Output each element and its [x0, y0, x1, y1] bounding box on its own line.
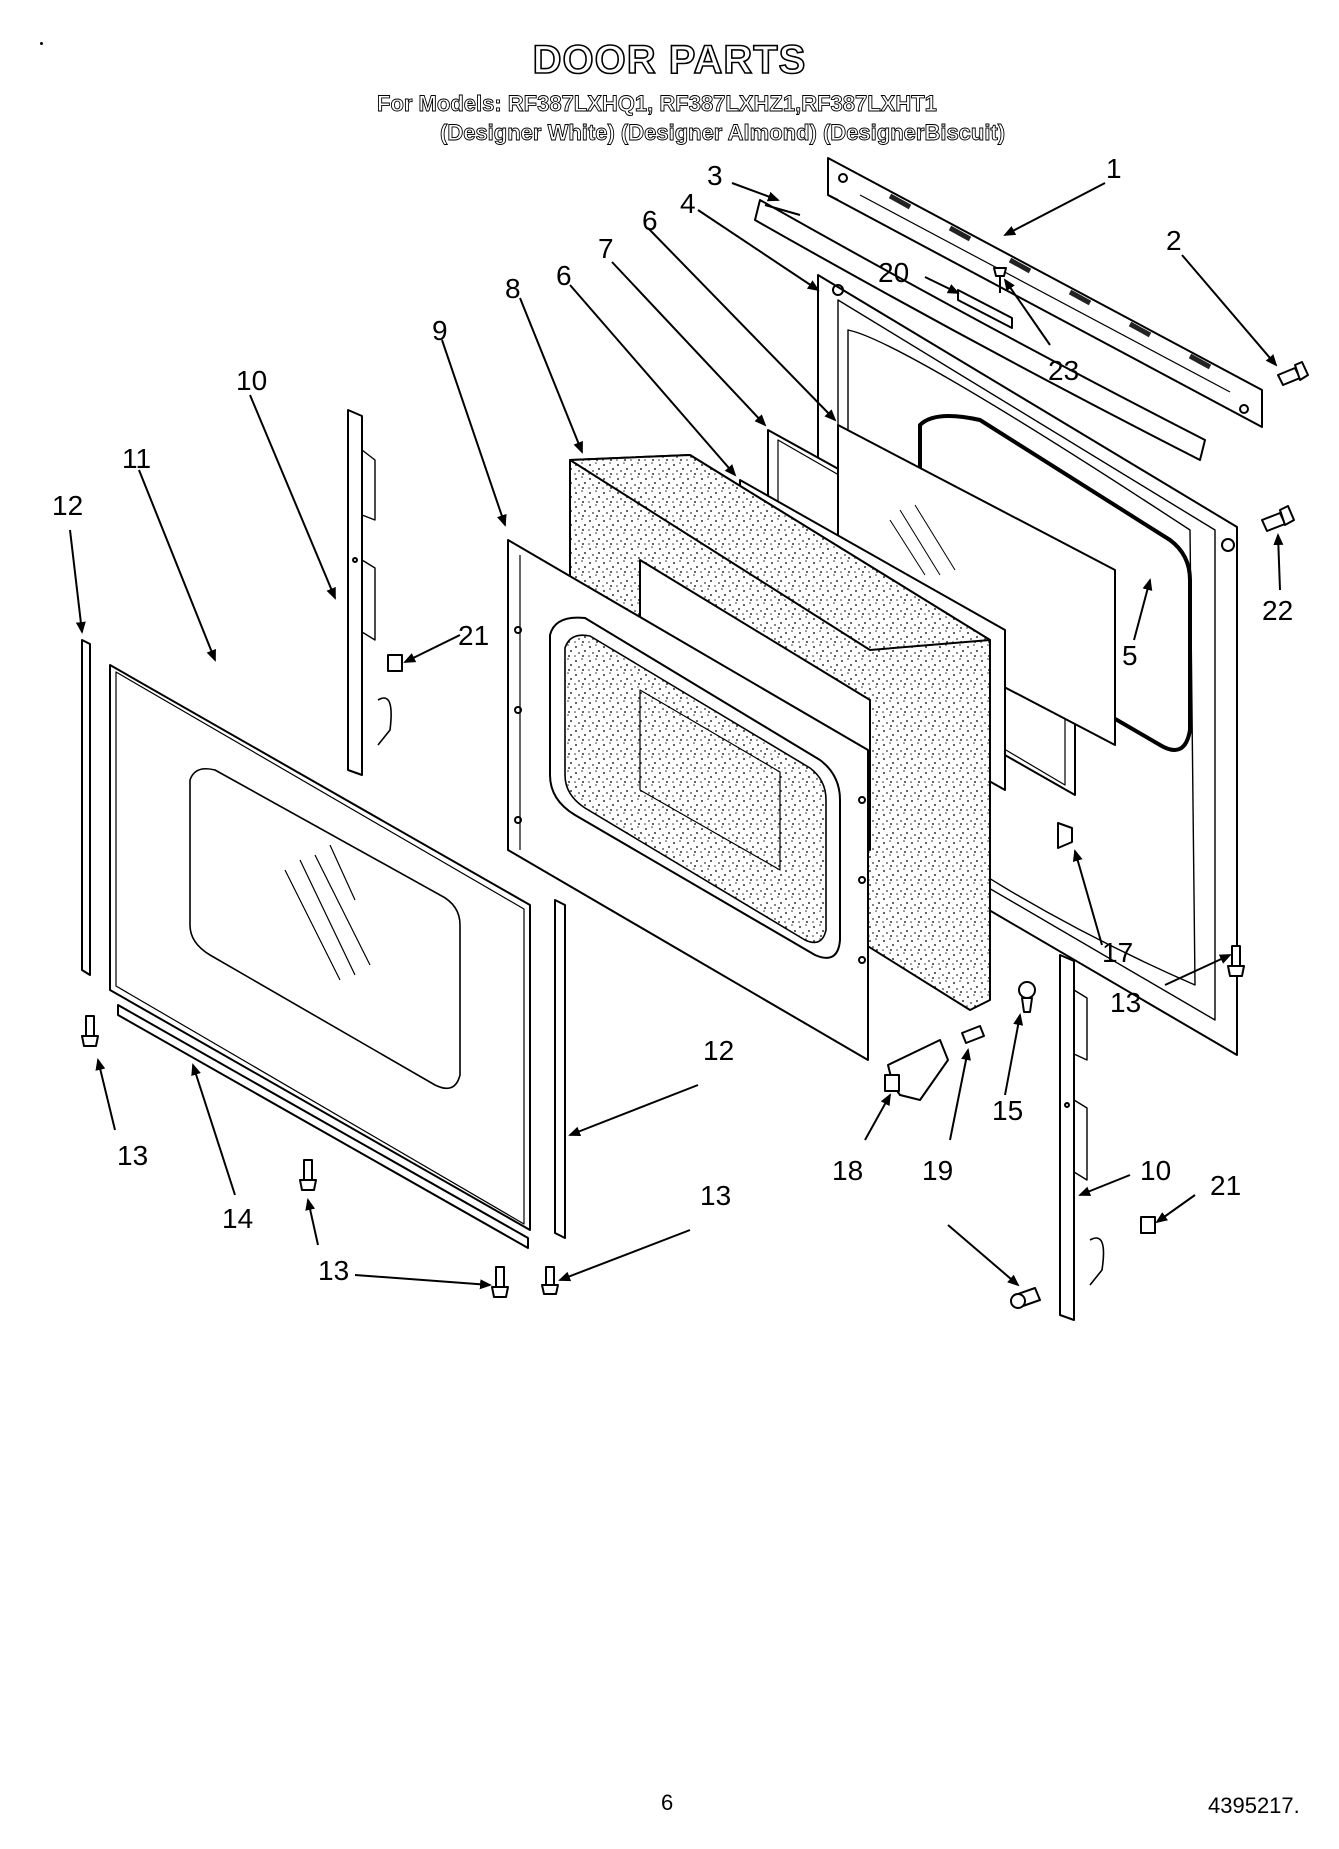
page-number: 6 [661, 1790, 674, 1815]
screw-part-19 [961, 1025, 985, 1044]
screw-part-13-bottom-right [491, 1266, 509, 1298]
screw-part-2 [1277, 361, 1309, 386]
screw-part-13-center [541, 1266, 559, 1295]
bottom-trim-part [117, 1004, 529, 1249]
document-number: 4395217. [1208, 1793, 1300, 1818]
callout-9: 9 [432, 315, 448, 346]
screw-part-19-lower [1010, 1287, 1041, 1309]
callout-22: 22 [1262, 595, 1293, 626]
left-side-trim-part [81, 639, 91, 976]
leader-lines [69, 182, 1284, 1290]
callout-13-left: 13 [117, 1140, 148, 1171]
callout-18: 18 [832, 1155, 863, 1186]
handle-spacer-part [957, 267, 1013, 329]
left-hinge-channel-part [347, 409, 392, 776]
finishes-line: (Designer White) (Designer Almond) (Desi… [440, 120, 1006, 146]
callout-14: 14 [222, 1203, 253, 1234]
page-title: DOOR PARTS [532, 37, 807, 83]
callout-21-left: 21 [458, 620, 489, 651]
callout-7: 7 [598, 233, 614, 264]
callout-4: 4 [680, 188, 696, 219]
callout-6-rear: 6 [642, 205, 658, 236]
scan-speck [40, 42, 43, 45]
callout-3: 3 [707, 160, 723, 191]
screw-part-13-left [81, 1015, 99, 1047]
callout-20: 20 [878, 257, 909, 288]
clip-part-17 [1057, 822, 1073, 849]
screw-part-13-right [1227, 945, 1245, 977]
callout-6-front: 6 [556, 260, 572, 291]
callout-17: 17 [1102, 937, 1133, 968]
callout-23: 23 [1048, 355, 1079, 386]
callout-10-right: 10 [1140, 1155, 1171, 1186]
screw-part-15 [1018, 981, 1036, 1013]
clip-part-21-right [1140, 1216, 1156, 1234]
outer-door-glass-part [109, 664, 531, 1231]
callout-12-left: 12 [52, 490, 83, 521]
callout-labels: 1 2 3 4 5 6 6 7 8 9 10 10 11 12 12 13 13… [52, 153, 1293, 1286]
callout-15: 15 [992, 1095, 1023, 1126]
inner-door-liner-part [507, 539, 869, 1061]
callout-2: 2 [1166, 225, 1182, 256]
callout-10-left: 10 [236, 365, 267, 396]
right-side-trim-part [554, 899, 566, 1239]
callout-8: 8 [505, 273, 521, 304]
callout-19: 19 [922, 1155, 953, 1186]
callout-21-right: 21 [1210, 1170, 1241, 1201]
models-line: For Models: RF387LXHQ1, RF387LXHZ1,RF387… [377, 91, 938, 117]
hinge-bracket-part [884, 1039, 949, 1101]
callout-11: 11 [122, 443, 151, 474]
clip-part-21-left [387, 654, 403, 672]
callout-13-center: 13 [700, 1180, 731, 1211]
screw-part-22 [1261, 505, 1295, 532]
vent-trim-part [827, 157, 1263, 428]
door-handle-part [754, 199, 1206, 461]
callout-1: 1 [1106, 153, 1122, 184]
screw-part-13-bottom [299, 1159, 317, 1191]
callout-13-bottom: 13 [318, 1255, 349, 1286]
callout-5: 5 [1122, 640, 1138, 671]
callout-12-right: 12 [703, 1035, 734, 1066]
right-hinge-channel-part [1059, 954, 1105, 1321]
callout-13-right: 13 [1110, 987, 1141, 1018]
